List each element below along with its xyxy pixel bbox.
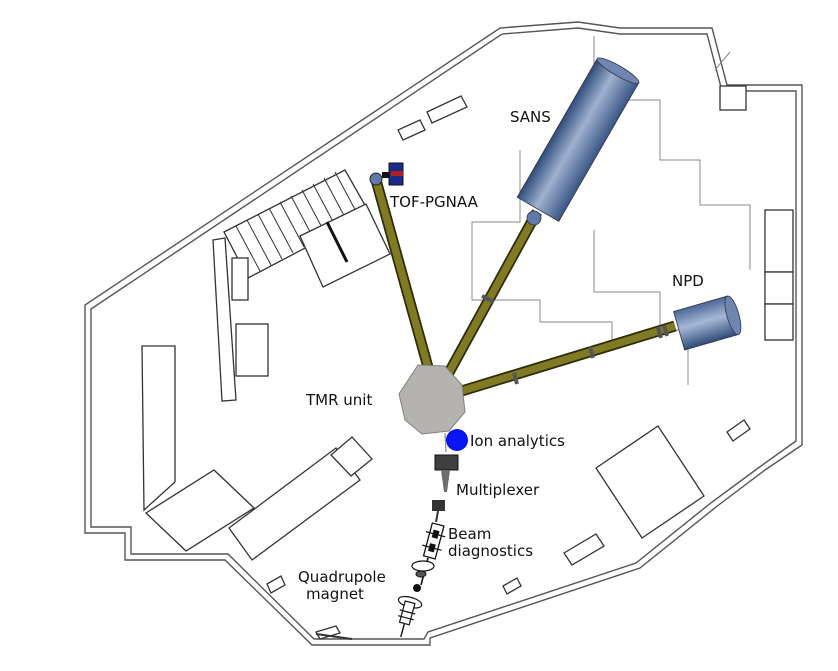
label-multiplexer: Multiplexer — [456, 481, 540, 499]
tof-pgnaa-station — [369, 162, 404, 186]
left-equipment — [141, 237, 373, 561]
npd-detector — [673, 295, 742, 351]
labels: SANS TOF-PGNAA NPD TMR unit Ion analytic… — [298, 108, 704, 603]
label-npd: NPD — [672, 272, 704, 290]
beam-diagnostics-assembly — [422, 522, 446, 560]
quadrupole-magnet-assembly — [397, 595, 423, 638]
ion-beamline — [397, 432, 459, 638]
staircase — [223, 169, 391, 288]
beamlines — [370, 174, 677, 399]
label-sans: SANS — [510, 108, 551, 126]
sans-detector — [516, 57, 640, 226]
ion-analytics-source — [446, 429, 468, 451]
label-tof-pgnaa: TOF-PGNAA — [389, 193, 479, 211]
wall-boxes — [266, 85, 794, 640]
multiplexer-chamber — [434, 454, 459, 471]
label-quadrupole-line1: Quadrupole — [298, 568, 386, 586]
label-beam-diagnostics-line1: Beam — [448, 525, 491, 543]
label-beam-diagnostics-line2: diagnostics — [448, 542, 533, 560]
building-outline — [84, 21, 803, 646]
label-ion-analytics: Ion analytics — [470, 432, 565, 450]
label-quadrupole-line2: magnet — [306, 585, 364, 603]
tmr-unit — [398, 364, 466, 435]
label-tmr-unit: TMR unit — [305, 391, 372, 409]
